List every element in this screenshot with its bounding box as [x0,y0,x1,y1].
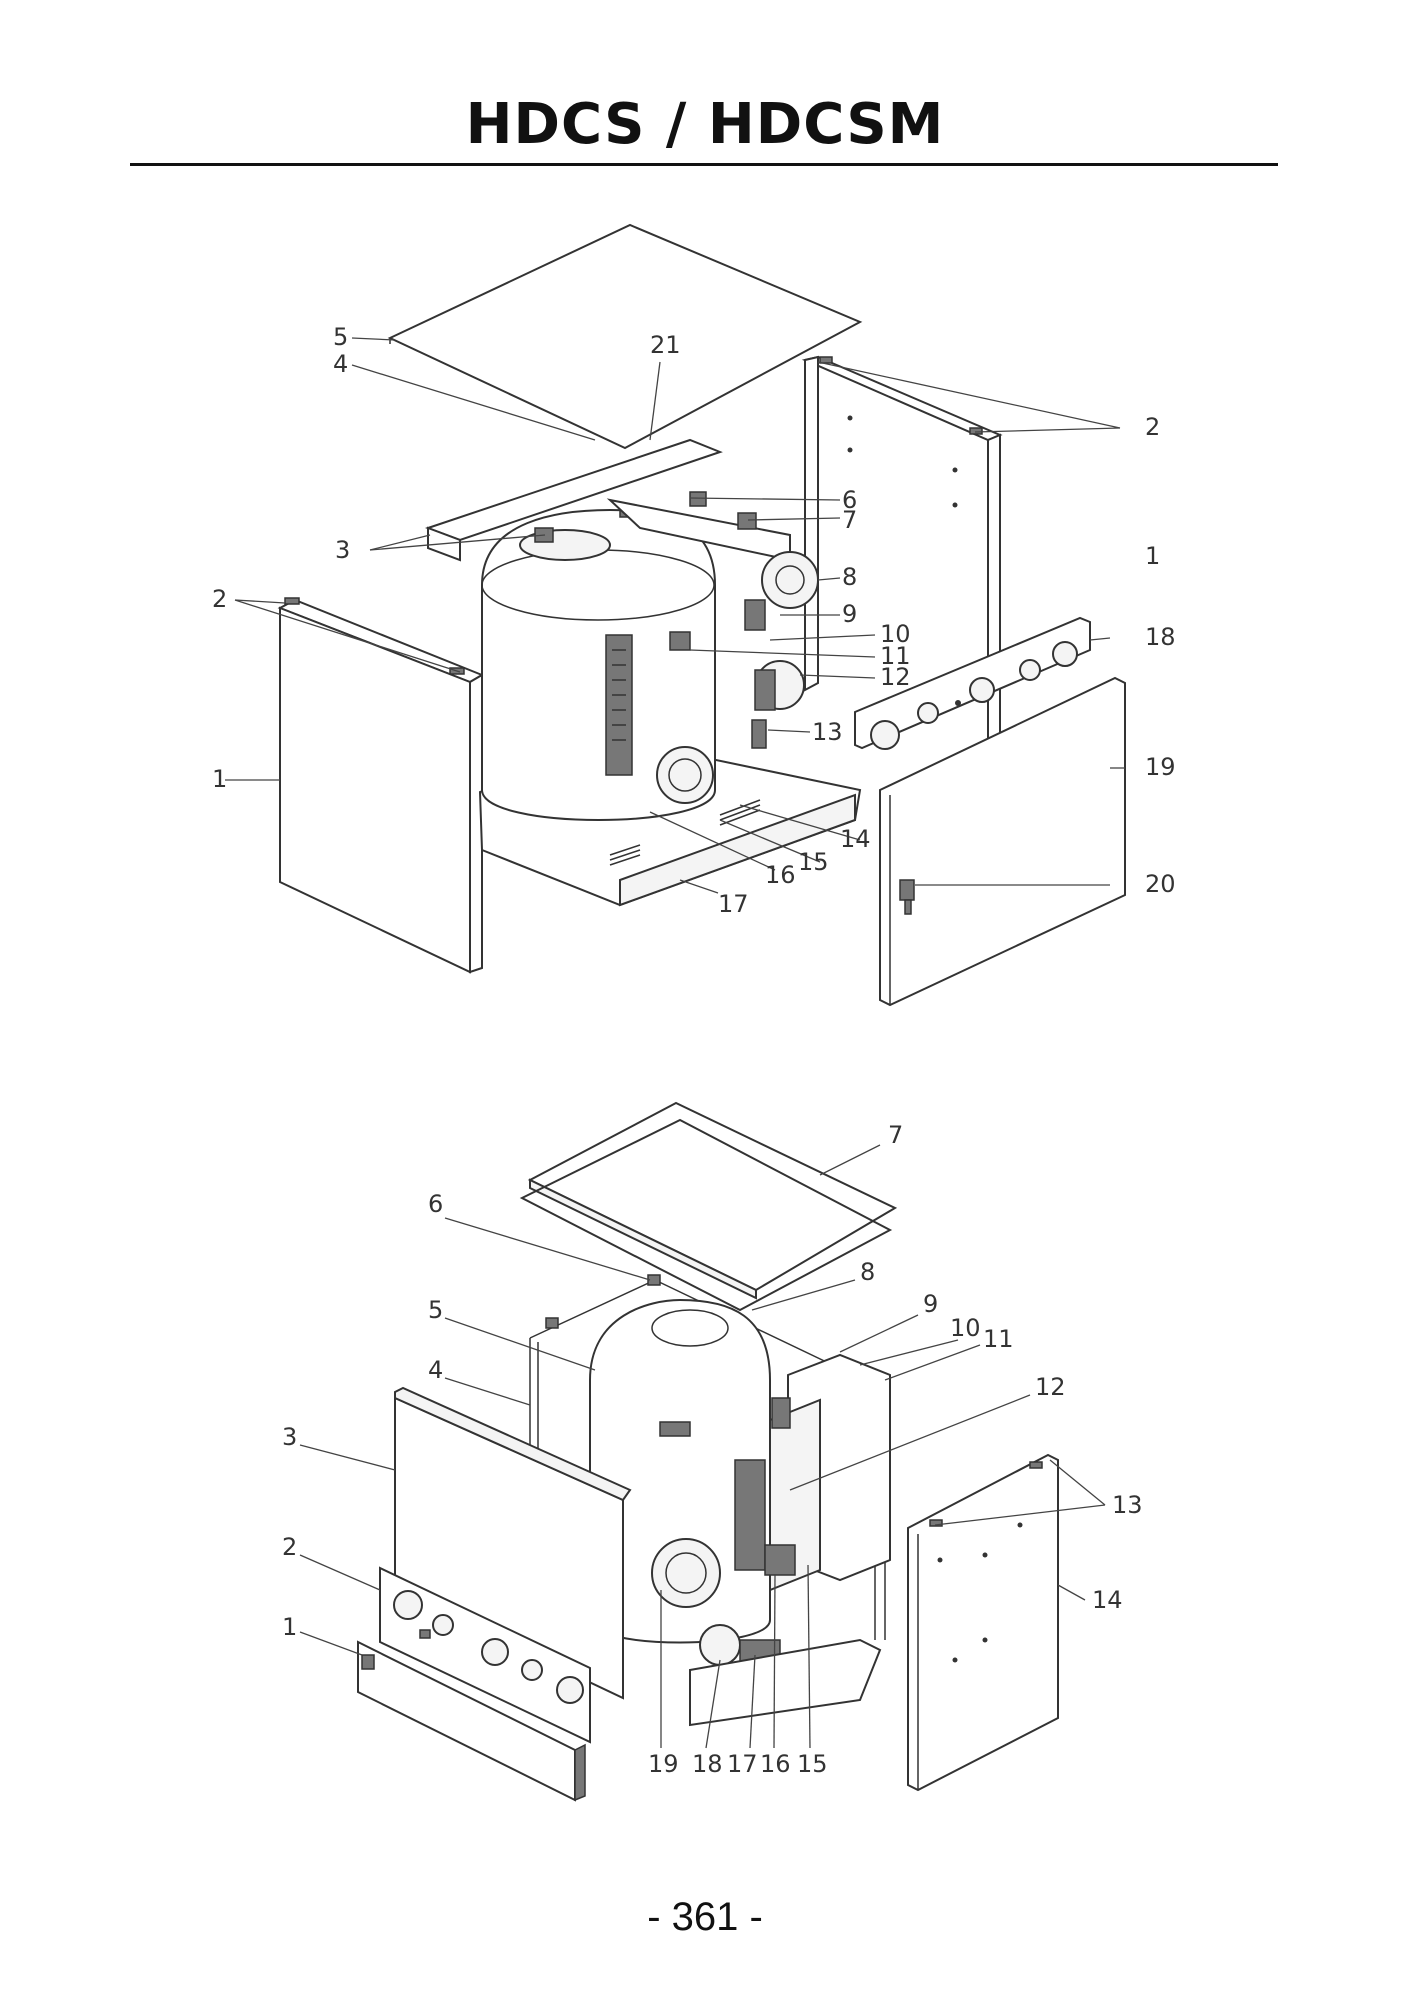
bottom-front-door [357,1640,586,1802]
callout-top-10: 10 [880,620,911,648]
callout-bottom-3: 3 [282,1423,297,1451]
callout-top-7: 7 [842,506,857,534]
callout-bottom-5: 5 [428,1296,443,1324]
callout-bottom-17: 17 [727,1750,758,1778]
bottom-lid-panel [519,1101,898,1312]
callout-top-1b: 1 [1145,542,1160,570]
callout-bottom-13: 13 [1112,1491,1143,1519]
callout-top-2b: 2 [1145,413,1160,441]
diagram-top-exploded-view: 5 4 21 2 3 6 7 1 8 2 9 10 18 11 12 13 19… [212,223,1176,1007]
callout-top-5: 5 [333,323,348,351]
callouts-bottom: 7 6 8 9 5 10 11 4 12 3 13 2 14 1 19 18 1… [282,1121,1143,1778]
bottom-heat-exchanger [734,1353,891,1592]
callout-top-12: 12 [880,663,911,691]
callout-bottom-11: 11 [983,1325,1014,1353]
callout-bottom-19: 19 [648,1750,679,1778]
page-title: HDCS / HDCSM [465,92,945,157]
bottom-side-panel-left [394,1386,632,1700]
bottom-control-panel [379,1566,591,1744]
callout-bottom-8: 8 [860,1258,875,1286]
callouts-top: 5 4 21 2 3 6 7 1 8 2 9 10 18 11 12 13 19… [212,323,1176,918]
callout-top-20: 20 [1145,870,1176,898]
callout-top-3: 3 [335,536,350,564]
callout-bottom-18: 18 [692,1750,723,1778]
top-pipework-pump [606,491,819,749]
callout-bottom-6: 6 [428,1190,443,1218]
top-storage-tank [481,504,716,821]
callout-top-16: 16 [765,861,796,889]
front-door-top [879,676,1126,1007]
callout-top-13: 13 [812,718,843,746]
callout-bottom-1: 1 [282,1613,297,1641]
callout-top-6: 6 [842,486,857,514]
callout-bottom-9: 9 [923,1290,938,1318]
callout-bottom-15: 15 [797,1750,828,1778]
callout-top-18: 18 [1145,623,1176,651]
bottom-side-panel-right [907,1453,1059,1792]
top-lid-panel [387,223,863,450]
page-number: - 361 - [647,1895,763,1939]
callout-bottom-2: 2 [282,1533,297,1561]
callout-top-11: 11 [880,642,911,670]
control-panel-top [854,616,1091,750]
callout-top-1a: 1 [212,765,227,793]
bottom-pump [689,1624,882,1727]
callout-top-2a: 2 [212,585,227,613]
callout-top-14: 14 [840,825,871,853]
callout-top-19: 19 [1145,753,1176,781]
left-side-panel [277,597,485,974]
bottom-storage-tank [589,1298,771,1644]
callout-bottom-7: 7 [888,1121,903,1149]
callout-bottom-12: 12 [1035,1373,1066,1401]
callout-bottom-10: 10 [950,1314,981,1342]
callout-top-8: 8 [842,563,857,591]
callout-top-21: 21 [650,331,681,359]
diagram-bottom-exploded-view: 7 6 8 9 5 10 11 4 12 3 13 2 14 1 19 18 1… [282,1101,1143,1802]
title-rule [130,163,1278,166]
callout-bottom-4: 4 [428,1356,443,1384]
callout-top-17: 17 [718,890,749,918]
callout-bottom-16: 16 [760,1750,791,1778]
callout-top-9: 9 [842,600,857,628]
callout-top-4: 4 [333,350,348,378]
callout-top-15: 15 [798,848,829,876]
callout-bottom-14: 14 [1092,1586,1123,1614]
